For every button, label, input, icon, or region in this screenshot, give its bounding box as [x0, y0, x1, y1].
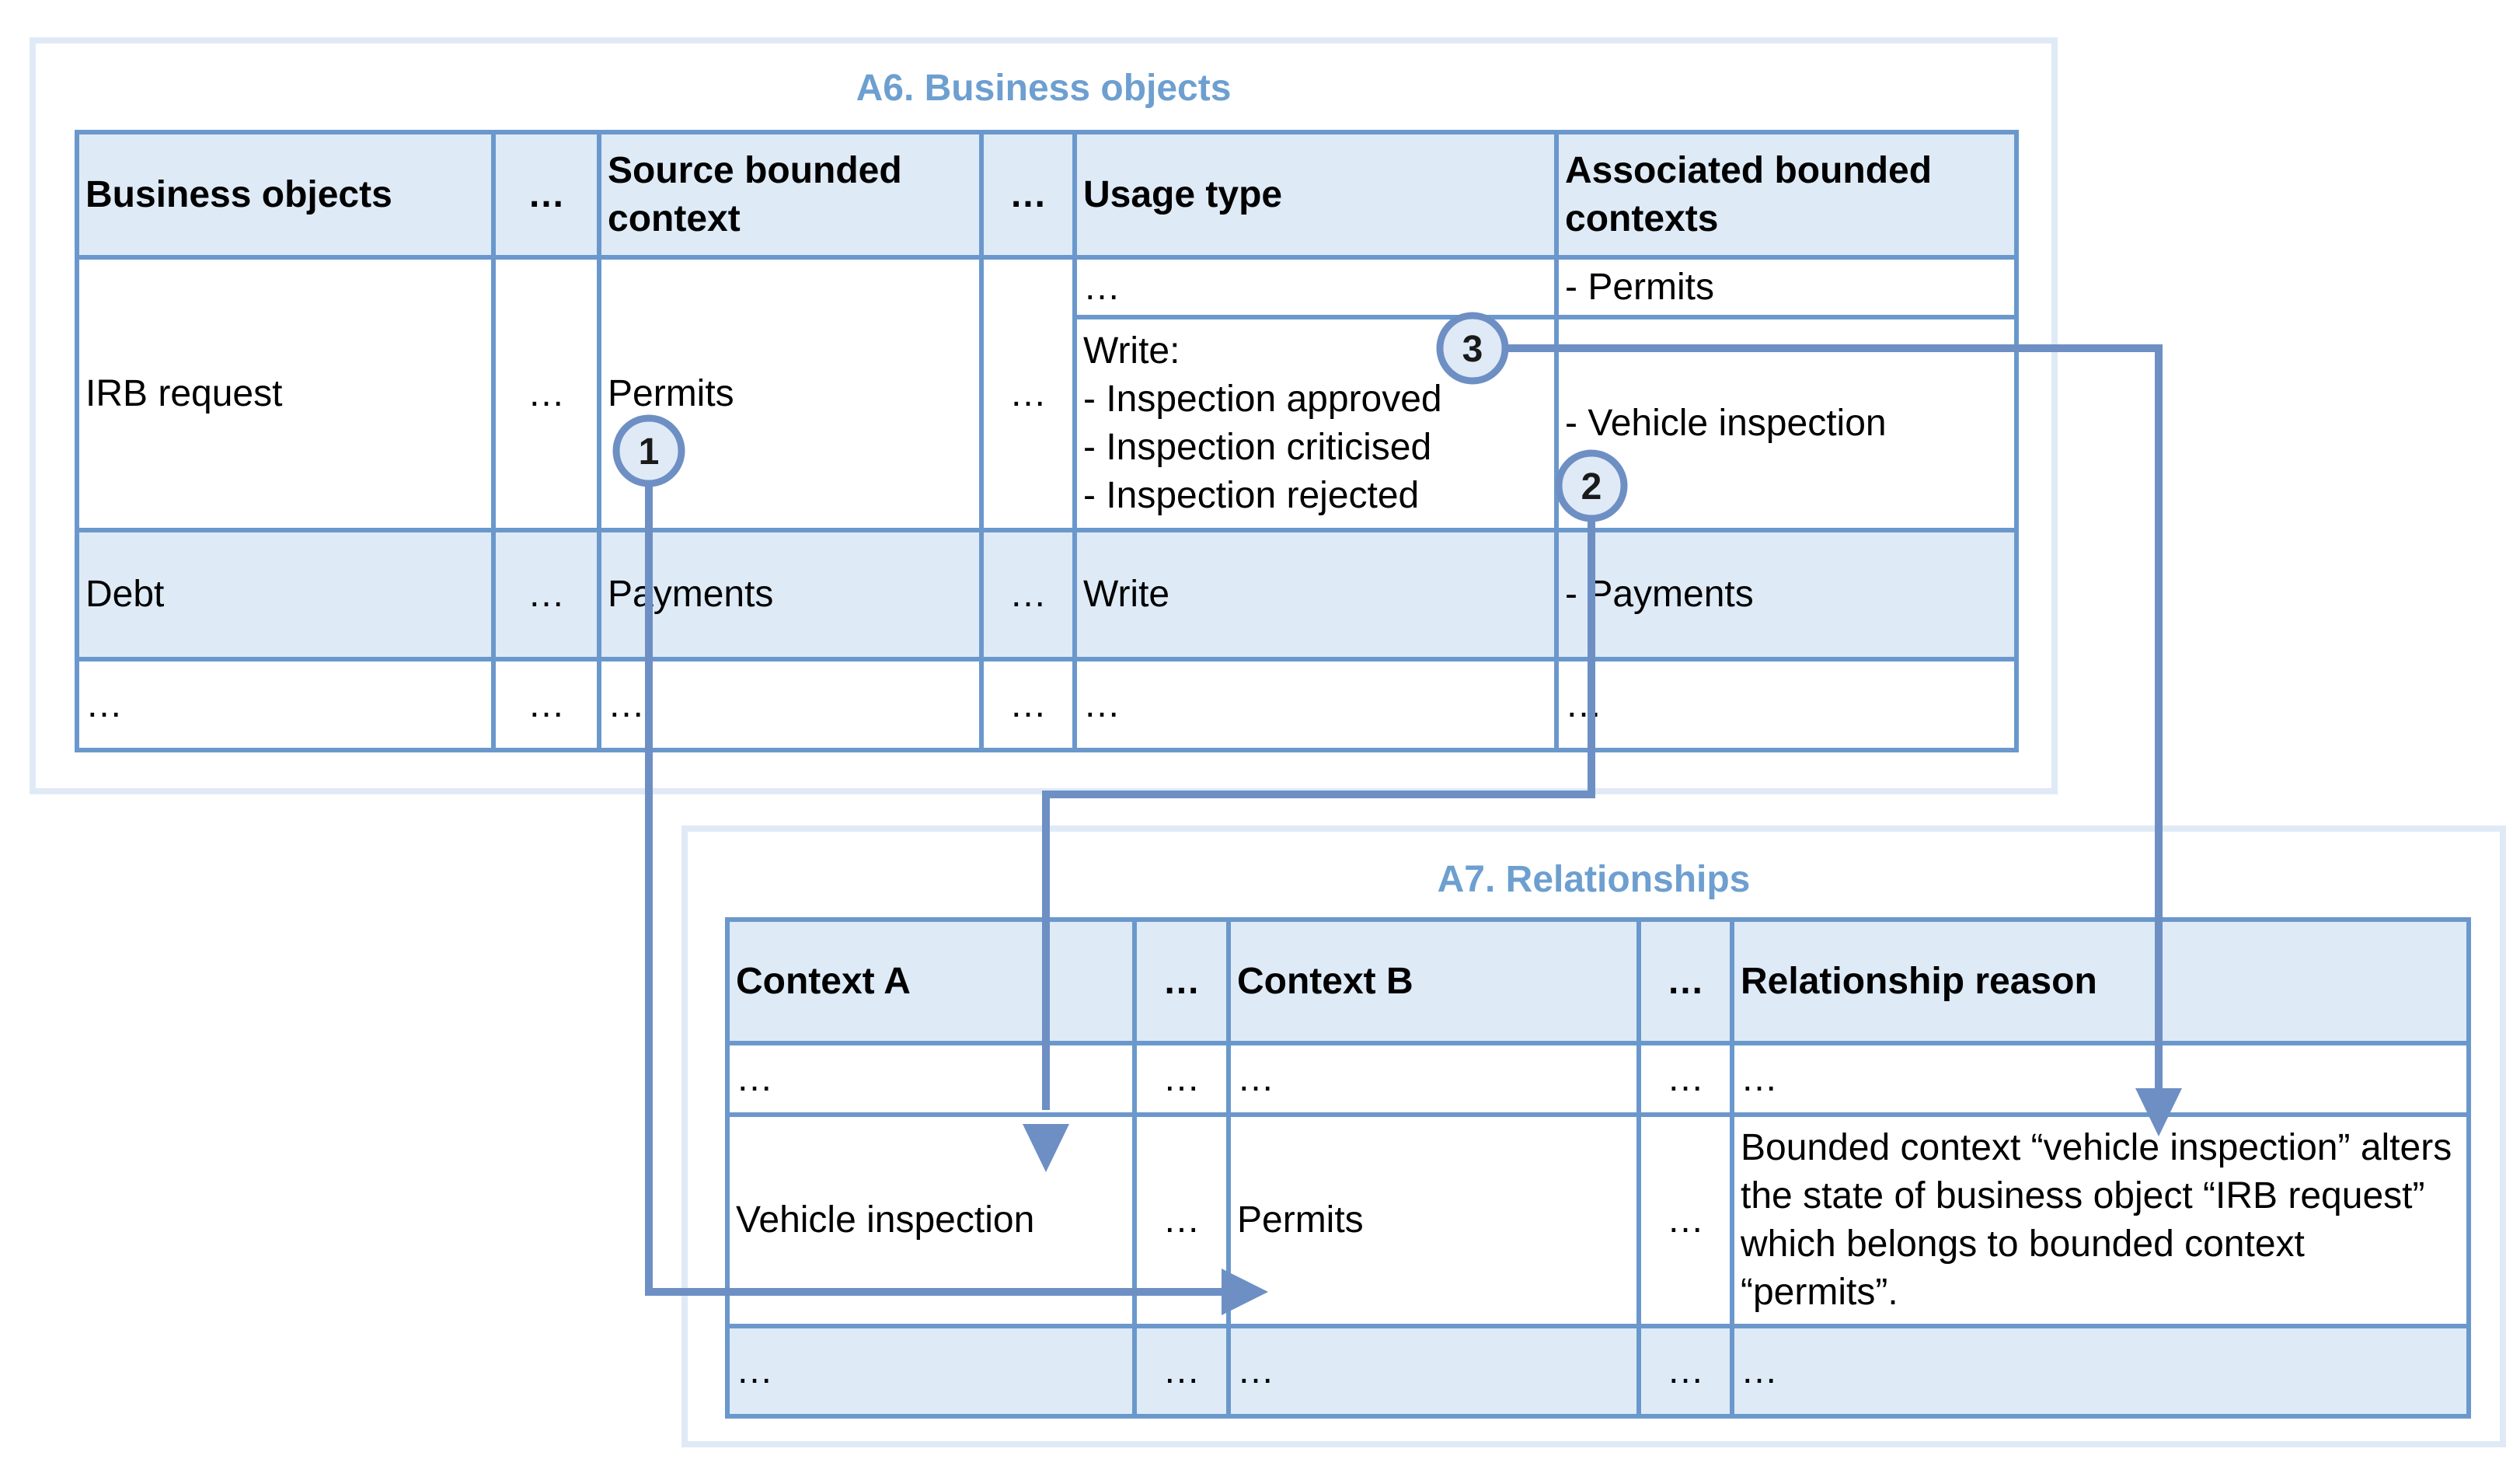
a6-cell-business-object: …	[75, 657, 496, 752]
a7-cell-context-b: …	[1226, 1041, 1641, 1117]
a7-cell-context-a: …	[725, 1324, 1137, 1419]
a7-cell-reason: …	[1730, 1041, 2471, 1117]
a6-cell-ellipsis: …	[491, 528, 601, 661]
a7-table: Context A … Context B … Relationship rea…	[725, 917, 2471, 1419]
a7-header-context-b: Context B	[1226, 917, 1641, 1045]
a6-row-debt: Debt … Payments … Write - Payments	[75, 528, 2019, 661]
a7-cell-reason: …	[1730, 1324, 2471, 1419]
a6-header-source-context: Source bounded context	[597, 130, 984, 260]
a7-row-ellipsis: … … … … …	[725, 1324, 2471, 1419]
a6-cell-source: Payments	[597, 528, 984, 661]
arrow-2-head	[1023, 1124, 1069, 1172]
a7-cell-context-b: Permits	[1226, 1112, 1641, 1328]
a6-header-business-objects: Business objects	[75, 130, 496, 260]
a6-usage-write: Write: - Inspection approved - Inspectio…	[1079, 319, 1552, 525]
a6-cell-ellipsis: …	[979, 657, 1077, 752]
a7-cell-context-a: …	[725, 1041, 1137, 1117]
arrow-1-head	[1222, 1269, 1268, 1315]
a6-assoc-bottom: - Vehicle inspection	[1565, 403, 1887, 444]
usage-line: - Inspection rejected	[1083, 475, 1420, 516]
a6-cell-ellipsis: …	[979, 528, 1077, 661]
a7-row-vehicle-inspection: Vehicle inspection … Permits … Bounded c…	[725, 1112, 2471, 1328]
a7-header-ellipsis-2: …	[1636, 917, 1734, 1045]
a7-cell-ellipsis: …	[1132, 1324, 1231, 1419]
a6-header-ellipsis-2: …	[979, 130, 1077, 260]
arrow-1-line	[645, 451, 1240, 1296]
a7-cell-ellipsis: …	[1636, 1324, 1734, 1419]
usage-line: - Inspection approved	[1083, 379, 1442, 420]
arrow-3-head	[2135, 1088, 2182, 1136]
a6-header-usage-type: Usage type	[1072, 130, 1559, 260]
a6-cell-usage: … Write: - Inspection approved - Inspect…	[1072, 255, 1559, 532]
a6-table: Business objects … Source bounded contex…	[75, 130, 2019, 752]
a7-cell-reason: Bounded context “vehicle inspection” alt…	[1730, 1112, 2471, 1328]
marker-2-label: 2	[1581, 466, 1602, 508]
a6-cell-associated: …	[1554, 657, 2019, 752]
usage-write-label: Write:	[1083, 330, 1180, 372]
a6-cell-ellipsis: …	[491, 657, 601, 752]
a6-header-ellipsis-1: …	[491, 130, 601, 260]
a6-row-ellipsis: … … … … … …	[75, 657, 2019, 752]
marker-3-label: 3	[1462, 329, 1483, 370]
marker-2: 2	[1555, 449, 1628, 522]
a6-cell-ellipsis: …	[491, 255, 601, 532]
a6-usage-top: …	[1079, 262, 1552, 319]
arrow-3-line	[1473, 344, 2163, 1091]
a7-header-relationship-reason: Relationship reason	[1730, 917, 2471, 1045]
arrow-2-line	[1042, 486, 1595, 1110]
a6-title: A6. Business objects	[856, 68, 1232, 109]
a6-cell-usage: …	[1072, 657, 1559, 752]
a6-header-associated-contexts: Associated bounded contexts	[1554, 130, 2019, 260]
marker-1: 1	[612, 414, 685, 487]
a6-row-irb-request: IRB request … Permits … … Write: - Inspe…	[75, 255, 2019, 532]
usage-line: - Inspection criticised	[1083, 427, 1432, 468]
a6-cell-associated: - Payments	[1554, 528, 2019, 661]
a7-row-ellipsis: … … … … …	[725, 1041, 2471, 1117]
a7-header-context-a: Context A	[725, 917, 1137, 1045]
marker-3: 3	[1436, 312, 1509, 385]
a7-cell-ellipsis: …	[1636, 1041, 1734, 1117]
a7-cell-context-b: …	[1226, 1324, 1641, 1419]
a6-assoc-top: - Permits	[1561, 262, 2012, 319]
a7-cell-ellipsis: …	[1132, 1041, 1231, 1117]
a6-cell-business-object: Debt	[75, 528, 496, 661]
a7-title: A7. Relationships	[1437, 859, 1751, 900]
a6-cell-associated: - Permits - Vehicle inspection	[1554, 255, 2019, 532]
a6-cell-usage: Write	[1072, 528, 1559, 661]
a6-cell-business-object: IRB request	[75, 255, 496, 532]
a7-panel: A7. Relationships	[681, 825, 2506, 1447]
marker-1-label: 1	[639, 431, 660, 473]
a7-header-ellipsis-1: …	[1132, 917, 1231, 1045]
a7-cell-ellipsis: …	[1636, 1112, 1734, 1328]
a6-cell-source: Permits	[597, 255, 984, 532]
a6-cell-source: …	[597, 657, 984, 752]
a6-cell-ellipsis: …	[979, 255, 1077, 532]
